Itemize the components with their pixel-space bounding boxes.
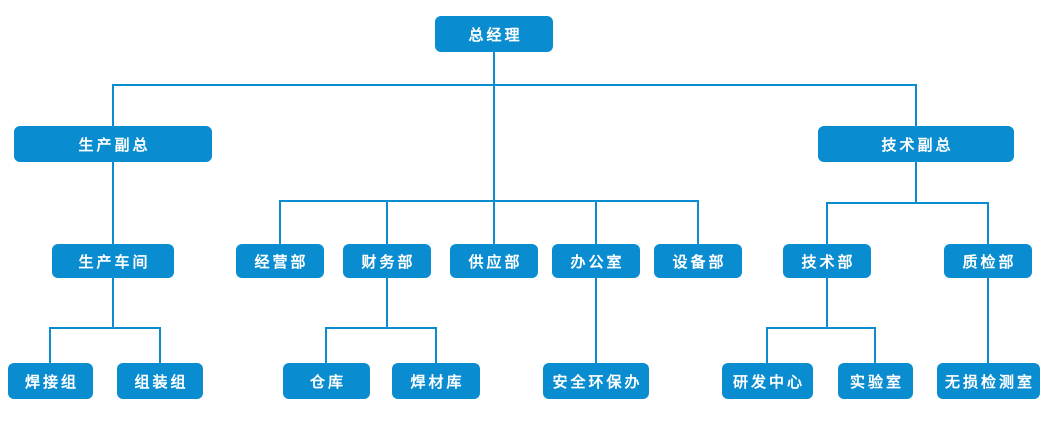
node-quality-inspection-dept: 质检部 (944, 244, 1032, 278)
node-safety-environment-office: 安全环保办 (543, 363, 649, 399)
node-production-workshop: 生产车间 (52, 244, 174, 278)
node-office: 办公室 (552, 244, 640, 278)
node-production-vp: 生产副总 (14, 126, 212, 162)
node-rd-center: 研发中心 (722, 363, 813, 399)
node-technical-vp: 技术副总 (818, 126, 1014, 162)
connector-tech-dept-to-children (766, 278, 876, 364)
connector-workshop-to-groups (49, 278, 161, 364)
node-business-dept: 经营部 (236, 244, 324, 278)
connector-gm-to-vps (112, 84, 917, 127)
node-technology-dept: 技术部 (783, 244, 871, 278)
connector-finance-to-warehouses (325, 278, 437, 364)
connector-mid-depts (279, 200, 699, 245)
node-supply-dept: 供应部 (450, 244, 538, 278)
node-general-manager: 总经理 (435, 16, 553, 52)
node-finance-dept: 财务部 (343, 244, 431, 278)
connector-technical-vp-to-children (826, 162, 989, 245)
node-equipment-dept: 设备部 (654, 244, 742, 278)
node-ndt-room: 无损检测室 (937, 363, 1040, 399)
node-welding-group: 焊接组 (8, 363, 93, 399)
node-welding-material-warehouse: 焊材库 (392, 363, 480, 399)
node-warehouse: 仓库 (283, 363, 370, 399)
node-assembly-group: 组装组 (117, 363, 203, 399)
node-laboratory: 实验室 (838, 363, 913, 399)
